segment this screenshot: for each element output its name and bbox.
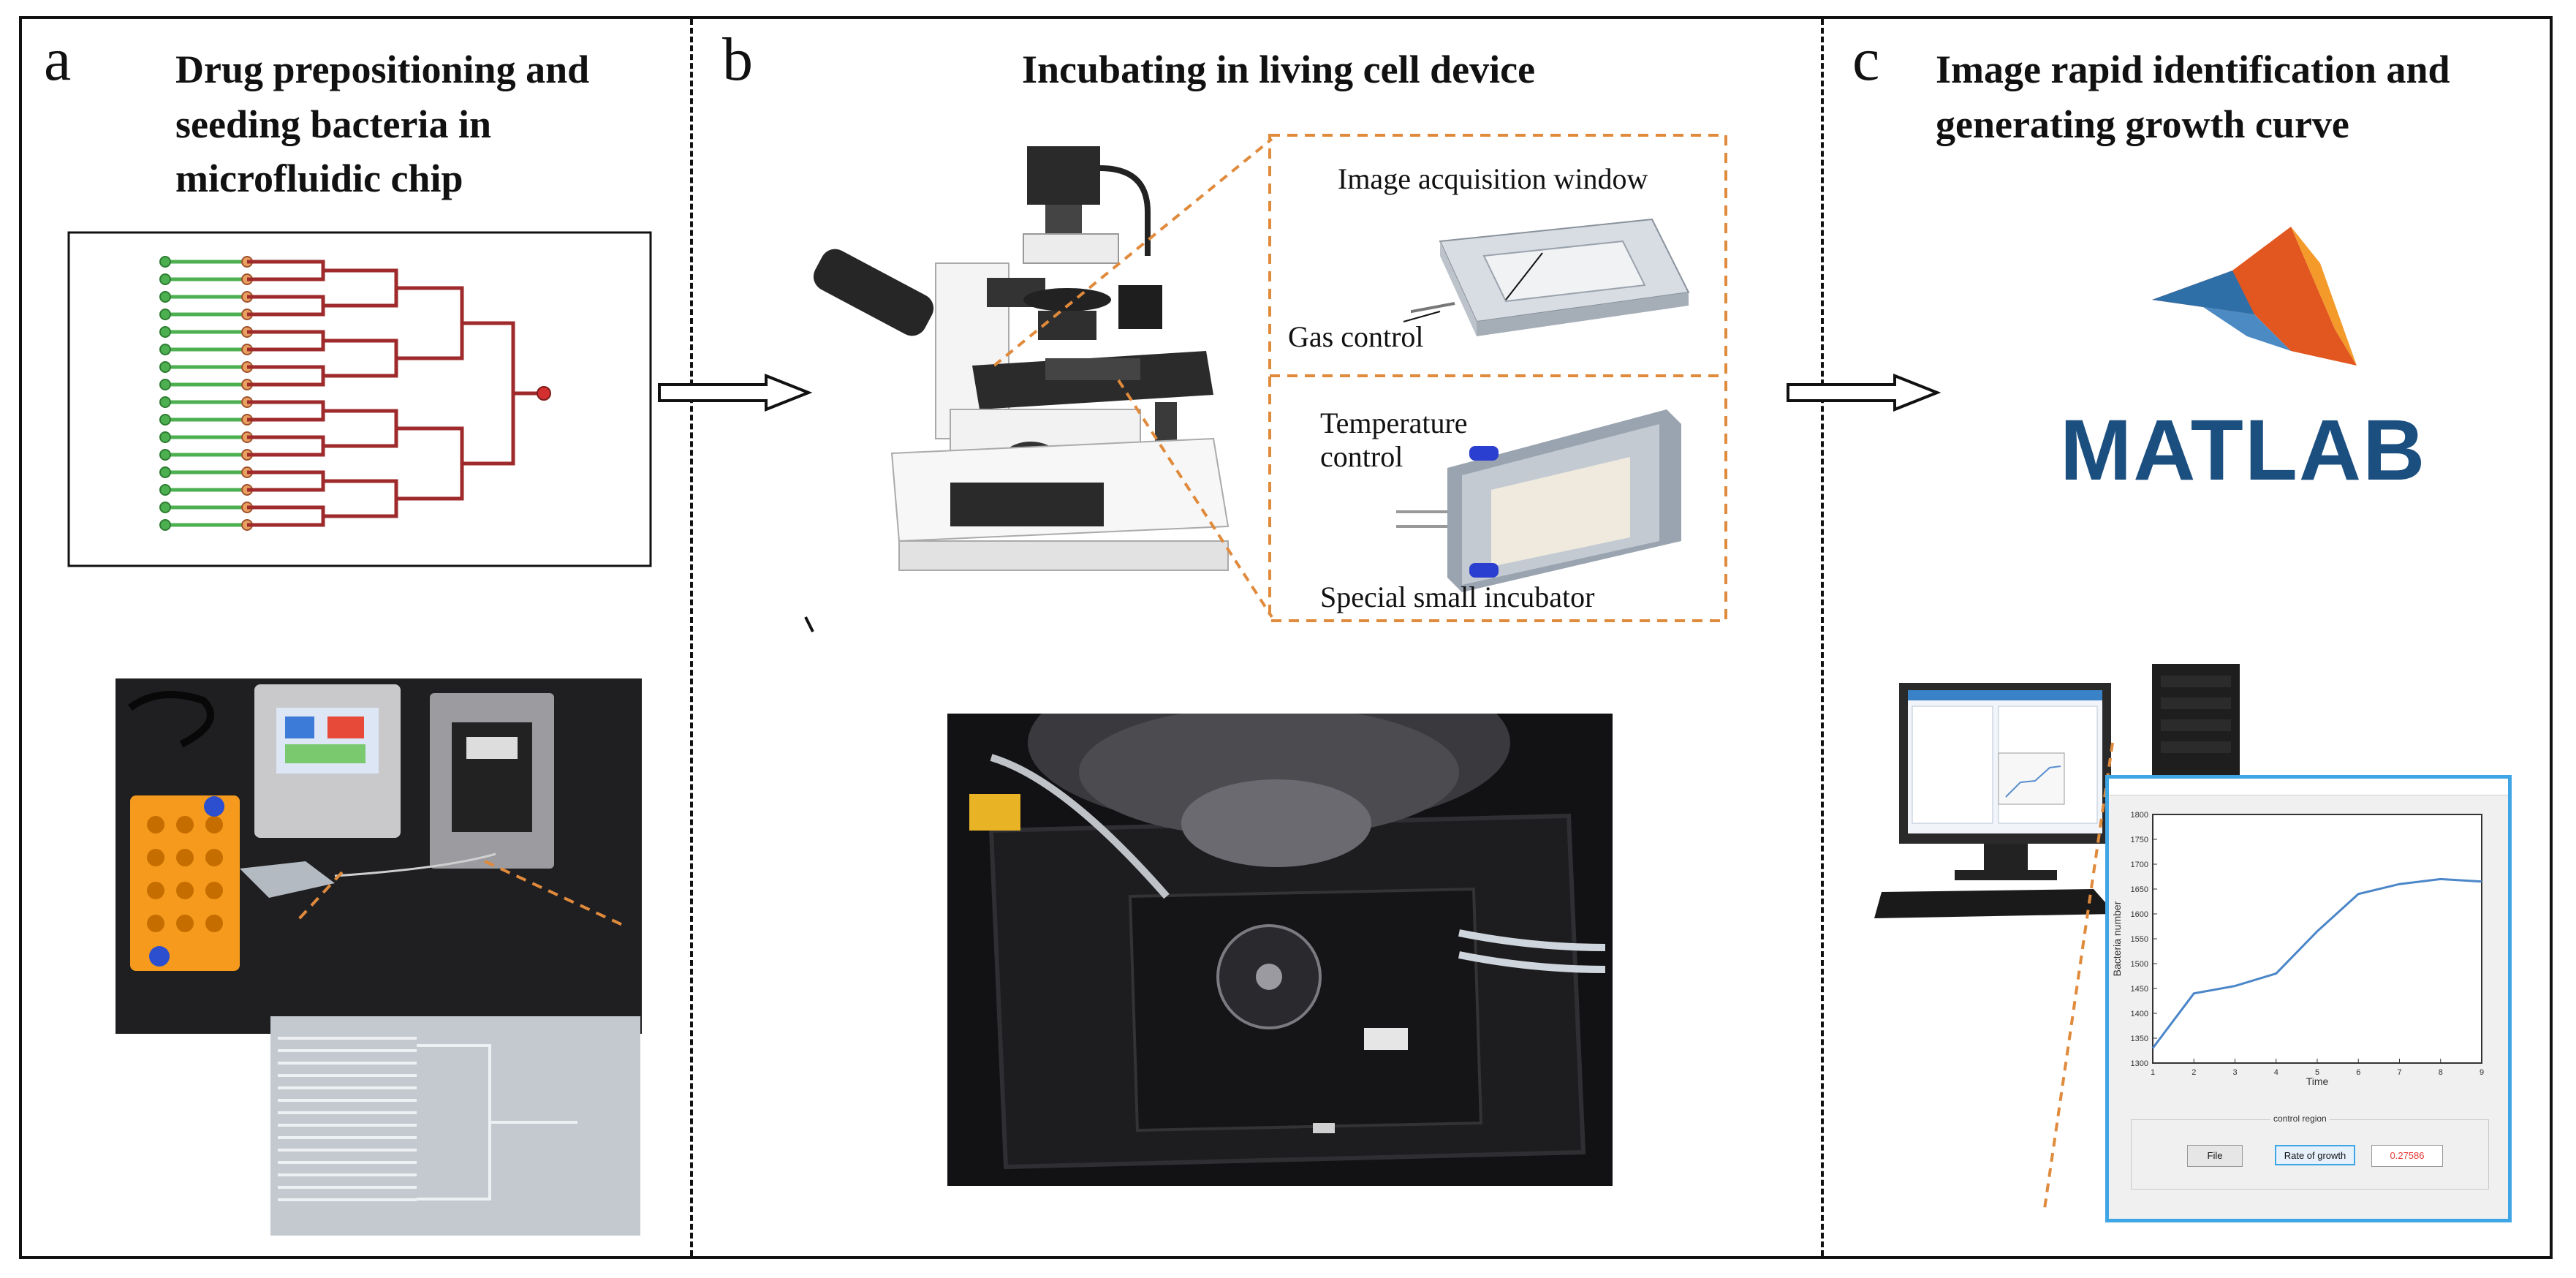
label-temperature-control-line-1: Temperature bbox=[1320, 407, 1468, 439]
y-tick-label: 1450 bbox=[2131, 985, 2148, 994]
incubator-callout-box bbox=[1268, 134, 1727, 622]
label-image-acquisition-window: Image acquisition window bbox=[1338, 162, 1648, 195]
panel-b-title: Incubating in living cell device bbox=[1022, 48, 1536, 91]
rate-value-field: 0.27586 bbox=[2371, 1145, 2443, 1167]
temp-sensor-1 bbox=[1469, 446, 1499, 461]
inlet-port bbox=[159, 273, 171, 285]
inlet-port bbox=[159, 502, 171, 513]
y-tick-label: 1800 bbox=[2131, 811, 2148, 820]
figure-frame bbox=[19, 16, 2553, 1259]
x-tick-label: 8 bbox=[2439, 1068, 2443, 1077]
stage-photo bbox=[947, 714, 1613, 1186]
inlet-port bbox=[159, 256, 171, 268]
label-gas-control: Gas control bbox=[1288, 320, 1424, 353]
x-tick-label: 5 bbox=[2315, 1068, 2319, 1077]
x-tick-label: 6 bbox=[2356, 1068, 2360, 1077]
inlet-port bbox=[159, 484, 171, 496]
panel-letter-a: a bbox=[44, 26, 72, 94]
panel-letter-c: c bbox=[1852, 26, 1880, 94]
control-region-group: control region File Rate of growth 0.275… bbox=[2131, 1113, 2489, 1190]
computer-illustration bbox=[1874, 664, 2240, 918]
callout-leader-lines bbox=[1403, 252, 1543, 322]
x-tick-label: 9 bbox=[2480, 1068, 2484, 1077]
matlab-membrane-logo bbox=[2152, 227, 2357, 366]
divider-a-b bbox=[690, 19, 693, 1256]
photo-channel bbox=[417, 1044, 577, 1201]
matlab-logo-text: MATLAB bbox=[2060, 402, 2427, 499]
rate-of-growth-button[interactable]: Rate of growth bbox=[2275, 1145, 2355, 1165]
inlet-port bbox=[159, 309, 171, 320]
y-tick-label: 1750 bbox=[2131, 836, 2148, 844]
control-region-label: control region bbox=[2270, 1113, 2330, 1124]
inlet-port bbox=[159, 344, 171, 355]
inlet-port bbox=[159, 519, 171, 531]
temp-sensor-2 bbox=[1469, 563, 1499, 578]
growth-curve-chart: 1300 1350 1400 1450 1500 1550 1600 1650 1700 1750… bbox=[2109, 795, 2508, 1091]
inlet-port bbox=[159, 379, 171, 390]
callout-lines bbox=[994, 137, 1273, 619]
label-special-incubator: Special small incubator bbox=[1320, 581, 1595, 613]
x-tick-label: 1 bbox=[2151, 1068, 2155, 1077]
x-tick-label: 2 bbox=[2192, 1068, 2196, 1077]
divider-b-c bbox=[1821, 19, 1824, 1256]
panel-c-title: Image rapid identification and generatin… bbox=[1936, 42, 2535, 151]
x-tick-label: 4 bbox=[2274, 1068, 2278, 1077]
inlet-port bbox=[159, 361, 171, 373]
setup-photo bbox=[115, 678, 642, 1034]
panel-a-title: Drug prepositioning and seeding bacteria… bbox=[175, 42, 658, 206]
chip-closeup-photo bbox=[270, 1016, 640, 1236]
y-tick-label: 1500 bbox=[2131, 960, 2148, 969]
inlet-port bbox=[159, 414, 171, 426]
incubator-side-view bbox=[1396, 409, 1681, 592]
y-tick-label: 1400 bbox=[2131, 1010, 2148, 1018]
y-tick-label: 1600 bbox=[2131, 910, 2148, 919]
inlet-port bbox=[159, 396, 171, 408]
inlet-port bbox=[159, 291, 171, 303]
outlet-port bbox=[537, 386, 551, 401]
x-tick-label: 3 bbox=[2232, 1068, 2237, 1077]
panel-c-title-line-2: generating growth curve bbox=[1936, 102, 2349, 146]
chart-ylabel: Bacteria number bbox=[2111, 901, 2123, 976]
stray-mark bbox=[804, 616, 814, 632]
plot-area bbox=[2152, 814, 2482, 1064]
y-tick-label: 1550 bbox=[2131, 935, 2148, 944]
y-tick-label: 1650 bbox=[2131, 885, 2148, 894]
y-tick-label: 1300 bbox=[2131, 1059, 2148, 1068]
gui-titlebar bbox=[2109, 779, 2508, 795]
microfluidic-chip-schematic bbox=[67, 231, 652, 567]
warning-label bbox=[969, 794, 1020, 831]
inlet-port bbox=[159, 449, 171, 461]
y-tick-label: 1350 bbox=[2131, 1035, 2148, 1043]
chart-xlabel: Time bbox=[2306, 1075, 2329, 1087]
panel-a-title-line-3: microfluidic chip bbox=[175, 156, 463, 201]
incubator-top-view bbox=[1411, 218, 1690, 336]
x-tick-label: 7 bbox=[2397, 1068, 2401, 1077]
gui-callout-lines bbox=[2042, 742, 2114, 1214]
growth-line bbox=[2151, 877, 2482, 1049]
label-temperature-control: Temperature control bbox=[1320, 407, 1468, 474]
panel-a-title-line-1: Drug prepositioning and bbox=[175, 48, 590, 91]
microscope-illustration bbox=[813, 146, 1230, 571]
panel-c-title-line-1: Image rapid identification and bbox=[1936, 48, 2450, 91]
y-tick-label: 1700 bbox=[2131, 861, 2148, 869]
panel-a-title-line-2: seeding bacteria in bbox=[175, 102, 491, 146]
panel-letter-b: b bbox=[722, 26, 753, 94]
arrow-b-to-c bbox=[1787, 374, 1942, 412]
arrow-a-to-b bbox=[658, 374, 813, 412]
inlet-port bbox=[159, 466, 171, 478]
label-temperature-control-line-2: control bbox=[1320, 440, 1403, 473]
inlet-port bbox=[159, 431, 171, 443]
inlet-port bbox=[159, 326, 171, 338]
file-button[interactable]: File bbox=[2187, 1145, 2243, 1167]
